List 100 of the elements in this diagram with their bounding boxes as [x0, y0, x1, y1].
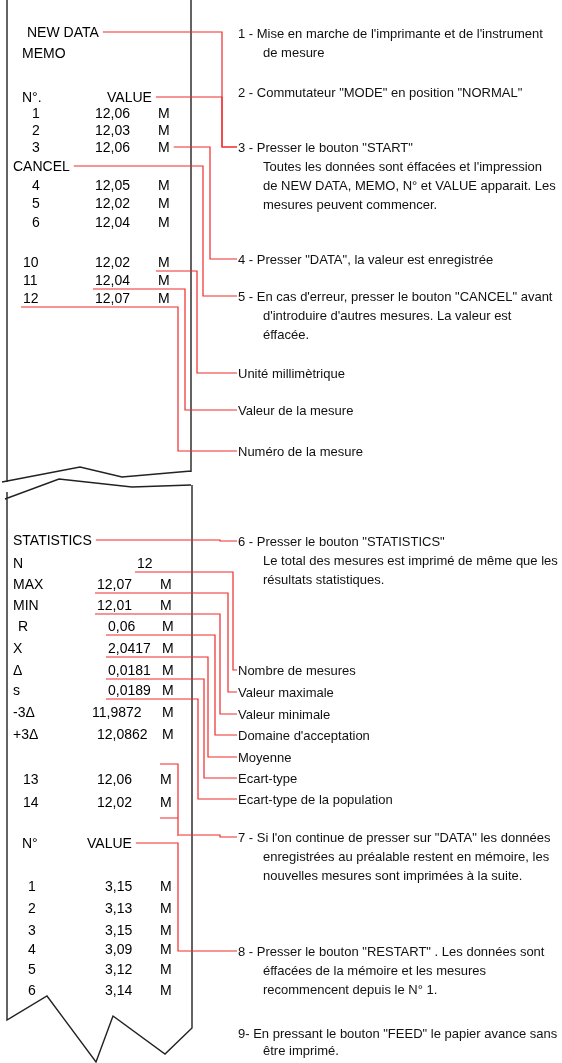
instruction-text: 8 - Presser le bouton "RESTART" . Les données sont éffacées de la mémoire et les mesures recommencent depuis le N° 1.: [238, 941, 560, 999]
printout-text: 12,05: [95, 177, 131, 193]
leader-line: [105, 678, 238, 779]
printout-text: 3: [28, 922, 36, 938]
leader-line: [105, 656, 238, 758]
printout-text: M: [160, 878, 172, 894]
printout-text: 3,15: [105, 922, 133, 938]
printout-text: MIN: [13, 597, 39, 613]
instruction-text: 7 - Si l'on continue de presser sur "DATA" les données enregistrées au préalable restent en mémoire, les nouvelles mesures sont imprimées à la suite.: [238, 827, 560, 885]
instruction-text: Valeur minimale: [238, 704, 560, 724]
printout-text: CANCEL: [13, 158, 70, 174]
printout-text: N°: [22, 835, 38, 851]
instruction-text: Moyenne: [238, 747, 560, 767]
leader-line: [173, 146, 238, 260]
printout-text: 6: [32, 214, 40, 230]
printout-text: Δ: [13, 662, 23, 678]
printout-text: M: [158, 254, 170, 270]
printout-text: 12: [137, 555, 153, 571]
instruction-text: 5 - En cas d'erreur, presser le bouton "CANCEL" avant d'introduire d'autres mesures. La valeur est éffacée.: [238, 286, 560, 344]
printout-text: 1: [28, 878, 36, 894]
printout-text: 12,02: [95, 254, 131, 270]
printout-text: M: [158, 214, 170, 230]
printout-text: 0,0181: [108, 662, 151, 678]
printout-text: NEW DATA: [27, 24, 99, 40]
bracket: [158, 763, 179, 837]
printout-text: 6: [28, 982, 36, 998]
printout-text: 3,09: [105, 941, 133, 957]
printout-text: M: [158, 139, 170, 155]
printout-text: 12,06: [95, 139, 131, 155]
printout-text: MEMO: [22, 45, 66, 61]
printout-text: M: [160, 576, 172, 592]
printout-text: M: [162, 618, 174, 634]
printout-text: 0,06: [108, 618, 136, 634]
printout-text: M: [162, 726, 174, 742]
printout-text: 4: [28, 941, 36, 957]
instruction-text: 9- En pressant le bouton "FEED" le papier avance sans être imprimé.: [238, 1024, 560, 1059]
printout-text: R: [18, 618, 29, 634]
printout-text: 12,07: [97, 576, 133, 592]
instruction-text: 3 - Presser le bouton "START" Toutes les données sont éffacées et l'impression de NEW DATA, MEMO, N° et VALUE apparait. Les mesures peuvent commencer.: [238, 137, 560, 214]
printout-text: 3: [32, 139, 40, 155]
instruction-text: Valeur de la mesure: [238, 400, 560, 420]
printout-text: M: [158, 290, 170, 306]
printout-text: N: [13, 555, 24, 571]
instruction-text: Ecart-type: [238, 768, 560, 788]
printout-text: VALUE: [107, 89, 152, 105]
leader-line: [73, 165, 238, 297]
printout-text: STATISTICS: [13, 532, 92, 548]
printout-text: 1: [32, 105, 40, 121]
printout-text: 12,04: [95, 214, 131, 230]
leader-line: [155, 96, 238, 148]
printout-text: 12,04: [95, 272, 131, 288]
printout-text: 11: [23, 272, 38, 288]
printout-text: 5: [28, 961, 36, 977]
printout-text: 3,15: [105, 878, 133, 894]
printout-text: M: [160, 597, 172, 613]
instruction-text: Nombre de mesures: [238, 660, 560, 680]
printout-text: 11,9872: [92, 704, 142, 720]
leader-line: [105, 634, 238, 736]
printout-text: M: [158, 272, 170, 288]
instruction-text: 1 - Mise en marche de l'imprimante et de l'instrument de mesure: [238, 23, 560, 62]
printout-text: M: [160, 941, 172, 957]
printout-text: 12,0862: [97, 726, 148, 742]
instruction-text: 6 - Presser le bouton "STATISTICS" Le total des mesures est imprimé de même que les résultats statistiques.: [238, 531, 560, 589]
printout-text: 3,12: [105, 961, 133, 977]
leader-line: [155, 270, 238, 374]
leader-line: [94, 592, 238, 693]
printout-text: 4: [32, 177, 40, 193]
printout-text: 5: [32, 195, 40, 211]
instruction-text: Unité millimètrique: [238, 363, 560, 383]
printout-text: M: [160, 922, 172, 938]
printout-text: +3Δ: [13, 726, 39, 742]
instruction-text: Ecart-type de la population: [238, 789, 560, 809]
leader-line: [135, 842, 238, 952]
leader-line: [178, 834, 238, 838]
printout-text: M: [160, 961, 172, 977]
printout-text: M: [160, 771, 172, 787]
printout-text: 12,02: [97, 794, 133, 810]
printout-text: 2: [28, 900, 36, 916]
printout-text: 3,14: [105, 982, 133, 998]
instruction-text: Domaine d'acceptation: [238, 725, 560, 745]
printout-text: M: [158, 177, 170, 193]
printout-text: 13: [23, 771, 39, 787]
leader-line: [92, 288, 238, 411]
leader-line: [94, 613, 238, 715]
printout-text: VALUE: [87, 835, 132, 851]
instruction-text: Valeur maximale: [238, 682, 560, 702]
printout-text: M: [162, 682, 174, 698]
printout-text: 12,06: [97, 771, 133, 787]
printout-text: M: [160, 900, 172, 916]
printout-text: 12,06: [95, 105, 131, 121]
printout-text: 0,0189: [108, 682, 151, 698]
printout-text: 2,0417: [108, 640, 151, 656]
printout-text: M: [158, 195, 170, 211]
leader-line: [134, 571, 238, 671]
printout-text: M: [160, 982, 172, 998]
printout-text: M: [160, 794, 172, 810]
instruction-text: 4 - Presser "DATA", la valeur est enregistrée: [238, 249, 560, 269]
leader-line: [105, 698, 238, 800]
printout-text: X: [13, 640, 23, 656]
printout-text: M: [158, 105, 170, 121]
